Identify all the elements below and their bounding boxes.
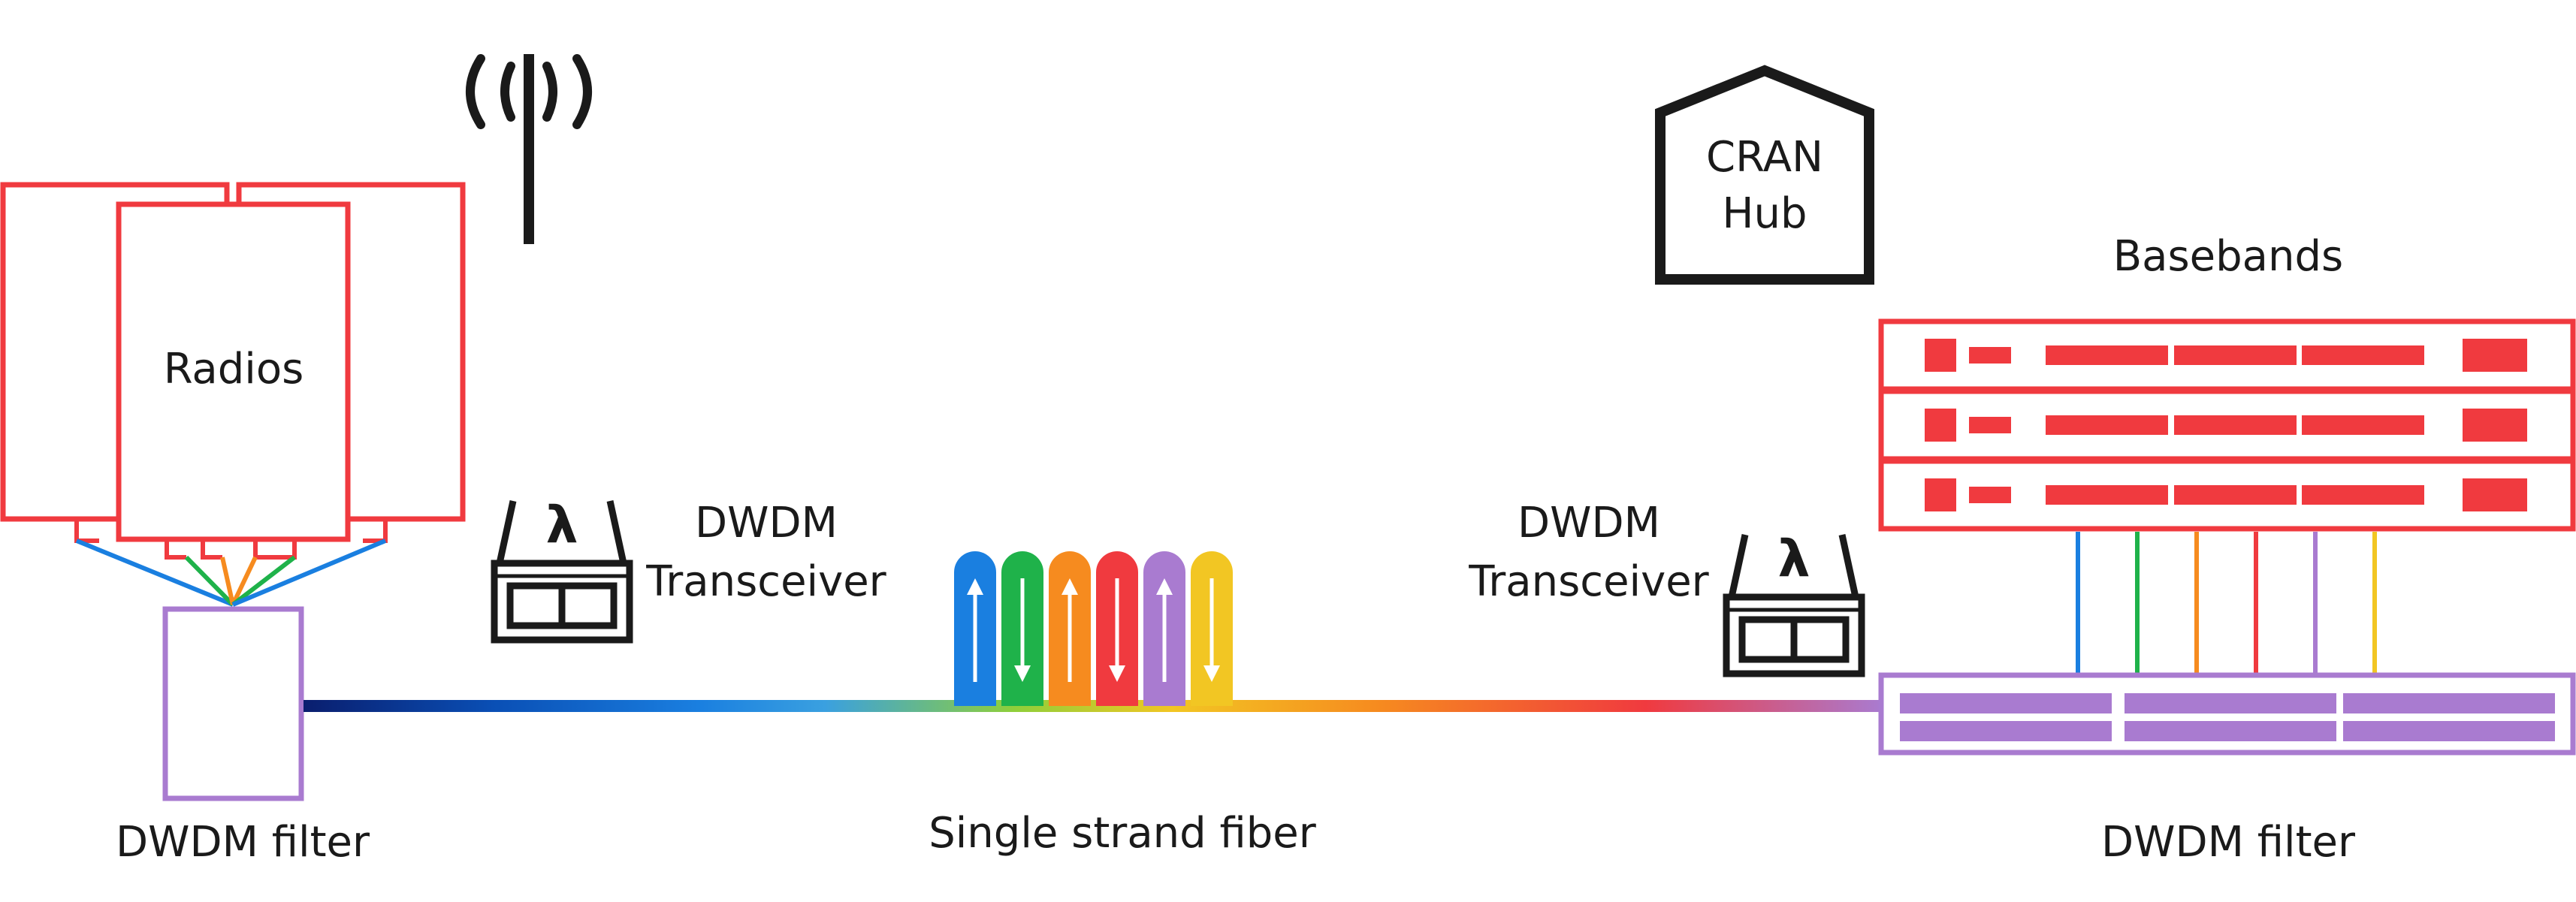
- wavelength-channel: [1143, 551, 1185, 706]
- radio-fiber-orange-right: [231, 556, 258, 606]
- hub-label-line1: CRAN: [1706, 133, 1823, 182]
- radios-label: Radios: [164, 345, 304, 394]
- transceiver-right-lambda: λ: [1777, 529, 1810, 589]
- baseband-port: [1925, 339, 1956, 372]
- house-icon: [1655, 65, 1874, 285]
- basebands-label: Basebands: [2113, 232, 2343, 281]
- radio-connector-stub: [275, 539, 297, 560]
- sfp-transceiver-icon-right: [1723, 534, 1865, 677]
- filter-slot: [1900, 721, 2112, 741]
- radio-fiber-blue-right: [231, 538, 387, 607]
- dwdm-filter-right-label: DWDM filter: [2101, 818, 2356, 867]
- baseband-unit: [1878, 388, 2576, 462]
- baseband-port: [2302, 415, 2424, 435]
- arrow-down-icon: [1109, 665, 1125, 682]
- transceiver-right-label-line1: DWDM: [1518, 499, 1660, 548]
- single-strand-fiber-label: Single strand fiber: [929, 809, 1317, 858]
- arrow-down-icon: [1014, 665, 1031, 682]
- radio-connector-stub: [363, 519, 388, 543]
- baseband-port: [2174, 485, 2297, 505]
- filter-slot: [2125, 693, 2336, 713]
- radio-unit-front: [116, 201, 351, 542]
- baseband-channel-fibers: [2076, 532, 2377, 675]
- dwdm-filter-left: [162, 606, 304, 801]
- baseband-unit: [1878, 318, 2576, 392]
- dwdm-filter-right: [1878, 672, 2576, 756]
- transceiver-left-label-line1: DWDM: [695, 499, 838, 548]
- baseband-port: [2174, 415, 2297, 435]
- wavelength-channel: [1096, 551, 1138, 706]
- baseband-port: [1969, 347, 2011, 364]
- baseband-port: [1969, 417, 2011, 433]
- baseband-port: [2174, 345, 2297, 365]
- baseband-port: [1925, 409, 1956, 442]
- transceiver-right-label-line2: Transceiver: [1468, 557, 1709, 606]
- radio-connector-stub: [253, 539, 275, 560]
- baseband-port: [2463, 339, 2527, 372]
- arrow-up-icon: [1062, 578, 1078, 595]
- arrow-up-icon: [1156, 578, 1173, 595]
- wavelength-channel: [1191, 551, 1233, 706]
- radio-fiber-green-right: [231, 555, 296, 607]
- transceiver-left-label-line2: Transceiver: [645, 557, 886, 606]
- baseband-port: [1969, 487, 2011, 503]
- radio-connector-stub: [74, 519, 99, 543]
- antenna-icon: [466, 54, 592, 244]
- radio-fiber-orange-left: [220, 557, 235, 605]
- baseband-port: [2463, 478, 2527, 511]
- arrow-up-icon: [967, 578, 983, 595]
- baseband-port: [2302, 485, 2424, 505]
- arrow-down-icon: [1203, 665, 1220, 682]
- baseband-unit: [1878, 458, 2576, 532]
- wavelength-channel: [1001, 551, 1043, 706]
- filter-slot: [2343, 721, 2555, 741]
- wavelength-channel: [954, 551, 996, 706]
- radio-connector-stub: [201, 539, 222, 560]
- baseband-port: [2046, 345, 2168, 365]
- baseband-port: [1925, 478, 1956, 511]
- filter-slot: [2343, 693, 2555, 713]
- wavelength-channels: [954, 551, 1233, 706]
- radios-group: Radios: [0, 182, 466, 607]
- baseband-port: [2302, 345, 2424, 365]
- wavelength-channel: [1049, 551, 1091, 706]
- hub-label-line2: Hub: [1722, 189, 1807, 238]
- filter-slot: [2125, 721, 2336, 741]
- radio-fiber-fan: [75, 538, 387, 607]
- basebands-stack: [1878, 318, 2576, 532]
- filter-slot: [1900, 693, 2112, 713]
- sfp-transceiver-icon-left: [491, 500, 633, 644]
- radio-connector-stub: [165, 539, 186, 560]
- baseband-port: [2046, 485, 2168, 505]
- single-strand-fiber: [304, 700, 1883, 712]
- baseband-port: [2046, 415, 2168, 435]
- transceiver-left-lambda: λ: [545, 496, 578, 555]
- dwdm-filter-left-label: DWDM filter: [116, 818, 370, 867]
- baseband-port: [2463, 409, 2527, 442]
- radio-fiber-green-left: [184, 555, 235, 607]
- radio-fiber-blue-left: [75, 538, 234, 607]
